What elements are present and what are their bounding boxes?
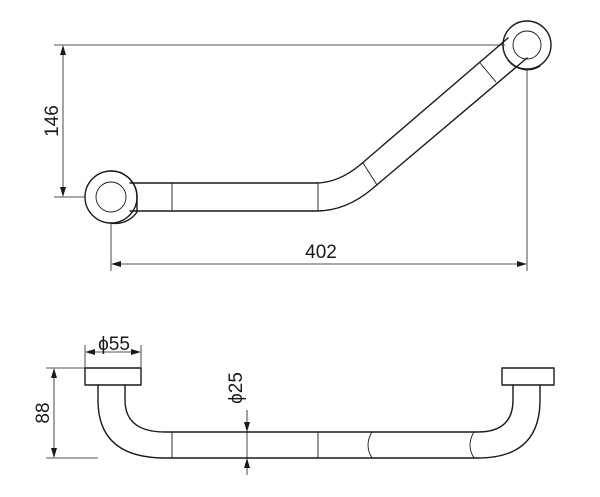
front-view: ϕ55 ϕ25 88	[33, 334, 555, 475]
dimension-label: 146	[42, 105, 63, 137]
dimension-tube-diameter: ϕ25	[226, 372, 250, 475]
dimension-label: 88	[33, 402, 54, 423]
angled-tube	[129, 37, 528, 212]
dimension-label: ϕ25	[226, 372, 247, 404]
joint-line	[479, 62, 497, 83]
dimension-height: 146	[42, 44, 505, 198]
right-flange	[502, 20, 552, 71]
dimension-flange-diameter: ϕ55	[84, 334, 142, 368]
top-view: 146 402	[42, 20, 552, 271]
left-flange	[84, 170, 138, 225]
dimension-width: 402	[110, 69, 528, 271]
joint-line	[362, 162, 378, 186]
dimension-label: ϕ55	[98, 334, 130, 355]
right-flange-side	[501, 367, 555, 386]
joint-line	[367, 431, 373, 459]
dimension-label: 402	[305, 242, 337, 263]
left-flange-side	[84, 367, 142, 386]
dimension-projection: 88	[33, 367, 98, 459]
u-tube	[97, 384, 541, 459]
joint-line	[469, 431, 475, 459]
